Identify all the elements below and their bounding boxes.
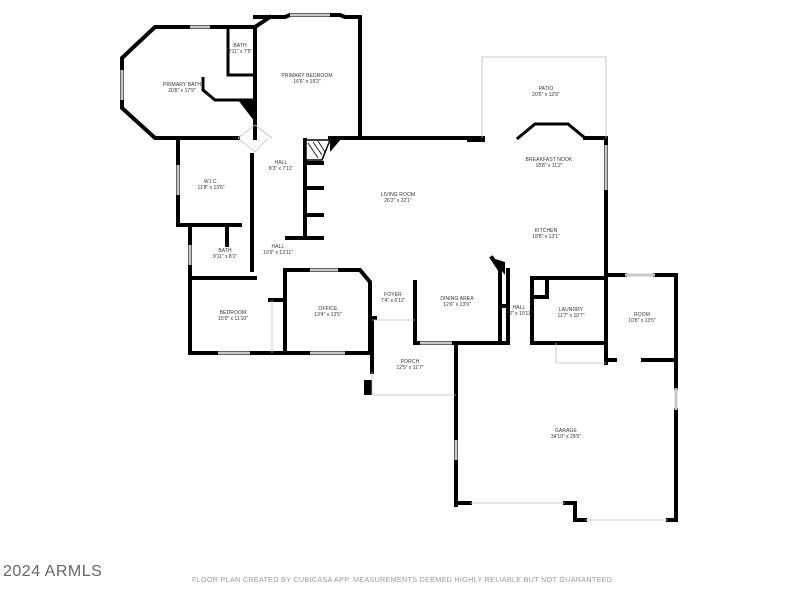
room-name: W.I.C. — [203, 179, 219, 185]
cubicasa-disclaimer: FLOOR PLAN CREATED BY CUBICASA APP. MEAS… — [192, 575, 615, 584]
armls-watermark: 2024 ARMLS — [3, 563, 103, 580]
room-name: ROOM — [634, 312, 650, 318]
room-dimensions: 18'8" x 11'2" — [535, 163, 563, 169]
open-boundaries — [237, 56, 668, 521]
room-name: BATH — [233, 43, 247, 49]
room-dimensions: 12'5" x 11'7" — [396, 365, 424, 371]
room-name: PATIO — [538, 86, 554, 92]
room-name: LIVING ROOM — [380, 192, 416, 198]
room-dimensions: 15'0" x 11'10" — [218, 316, 248, 322]
room-dimensions: 16'6" x 19'2" — [293, 79, 321, 85]
room-name: GARAGE — [554, 428, 577, 434]
room-name: PRIMARY BEDROOM — [281, 73, 333, 79]
windows — [120, 13, 678, 460]
exterior-walls — [120, 13, 678, 522]
room-dimensions: 8'11" x 7'5" — [227, 49, 253, 55]
room-name: OFFICE — [318, 306, 338, 312]
primary-bath-details — [201, 27, 255, 122]
room-dimensions: 10'8" x 13'5" — [628, 318, 656, 324]
room-name: HALL — [271, 244, 285, 250]
room-name: DINING AREA — [440, 296, 474, 302]
room-name: HALL — [512, 305, 526, 311]
room-name: PRIMARY BATH — [162, 82, 202, 88]
room-dimensions: 34'10" x 29'5" — [550, 434, 582, 440]
room-dimensions: 7'4" x 6'11" — [380, 298, 406, 304]
room-name: BREAKFAST NOOK — [525, 157, 573, 163]
room-name: BATH — [218, 248, 232, 254]
fireplace — [305, 138, 342, 161]
room-dimensions: 26'3" x 22'1" — [384, 198, 412, 204]
room-dimensions: 9'11" x 8'1" — [212, 254, 238, 260]
room-dimensions: 18'8" x 13'1" — [532, 234, 560, 240]
room-dimensions: 13'4" x 13'5" — [314, 312, 342, 318]
room-dimensions: 12'6" x 13'9" — [443, 302, 471, 308]
room-name: HALL — [274, 160, 288, 166]
room-dimensions: 10'9" x 13'11" — [263, 250, 293, 256]
room-label-wic: W.I.C.11'8" x 13'6" — [197, 179, 224, 191]
room-name: BEDROOM — [219, 310, 247, 316]
room-name: PORCH — [400, 359, 420, 365]
room-dimensions: 11'8" x 13'6" — [197, 185, 225, 191]
room-dimensions: 8'3" x 7'11" — [268, 166, 294, 172]
room-dimensions: 11'7" x 10'7" — [557, 313, 585, 319]
room-name: LAUNDRY — [558, 307, 584, 313]
room-name: FOYER — [384, 292, 402, 298]
room-dimensions: 20'8" x 17'9" — [168, 88, 196, 94]
room-dimensions: 20'5" x 12'9" — [532, 92, 560, 98]
room-name: KITCHEN — [534, 228, 558, 234]
room-dimensions: 4'2" x 10'11" — [505, 311, 533, 317]
